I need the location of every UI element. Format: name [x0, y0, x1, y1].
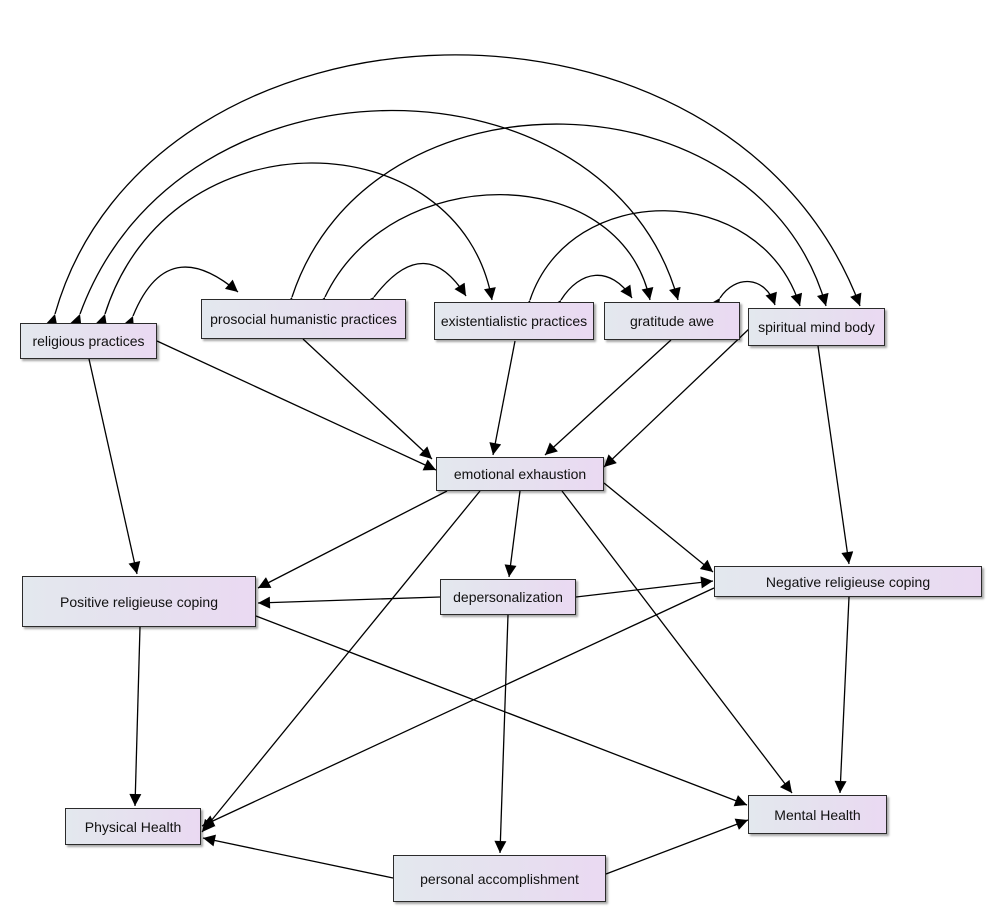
edge-depersonalization-to-accomplishment	[494, 614, 509, 854]
covariance-existentialistic-spiritual	[520, 210, 803, 314]
edge-depersonalization-to-negative	[575, 576, 714, 598]
covariance-gratitude-spiritual	[708, 280, 777, 312]
edge-religious-to-positive	[88, 358, 141, 575]
covariance-religious-gratitude	[70, 109, 681, 328]
edge-accomplishment-to-mental	[605, 818, 749, 875]
covariance-prosocial-gratitude	[314, 194, 654, 311]
node-negative-religieuse-coping: Negative religieuse coping	[714, 566, 982, 597]
node-existentialistic-practices: existentialistic practices	[434, 302, 594, 340]
edge-emotional-to-depersonalization	[504, 490, 521, 578]
edge-emotional-to-positive	[257, 490, 448, 589]
covariance-existentialistic-gratitude	[549, 274, 633, 314]
node-personal-accomplishment: personal accomplishment	[393, 855, 606, 902]
edge-emotional-to-negative	[603, 482, 714, 573]
edge-depersonalization-to-positive	[257, 596, 441, 609]
covariance-religious-spiritual	[45, 54, 862, 328]
node-mental-health: Mental Health	[748, 795, 887, 834]
edge-accomplishment-to-physical	[202, 834, 394, 879]
edge-gratitude-to-emotional	[544, 339, 672, 456]
edge-spiritual-to-emotional	[603, 327, 751, 468]
covariance-prosocial-spiritual	[282, 123, 829, 311]
covariance-prosocial-existentialistic	[361, 262, 467, 311]
covariance-religious-prosocial	[122, 266, 239, 330]
node-positive-religieuse-coping: Positive religieuse coping	[22, 576, 256, 627]
edge-negative-to-physical	[201, 587, 715, 827]
edge-existentialistic-to-emotional	[489, 340, 516, 456]
node-depersonalization: depersonalization	[440, 579, 576, 615]
covariance-religious-existentialistic	[95, 162, 496, 328]
node-prosocial-humanistic-practices: prosocial humanistic practices	[201, 299, 406, 339]
edge-religious-to-emotional	[156, 340, 437, 471]
edge-positive-to-physical	[129, 626, 142, 807]
node-emotional-exhaustion: emotional exhaustion	[436, 457, 604, 491]
node-spiritual-mind-body: spiritual mind body	[748, 308, 885, 346]
edge-emotional-to-mental	[561, 490, 793, 794]
edge-positive-to-mental	[255, 615, 748, 807]
edge-negative-to-mental	[834, 596, 850, 794]
node-gratitude-awe: gratitude awe	[604, 302, 740, 340]
node-physical-health: Physical Health	[65, 808, 201, 845]
edge-spiritual-to-negative	[817, 345, 854, 565]
edge-emotional-to-physical	[201, 490, 481, 833]
node-religious-practices: religious practices	[20, 323, 157, 359]
edge-prosocial-to-emotional	[302, 338, 433, 460]
